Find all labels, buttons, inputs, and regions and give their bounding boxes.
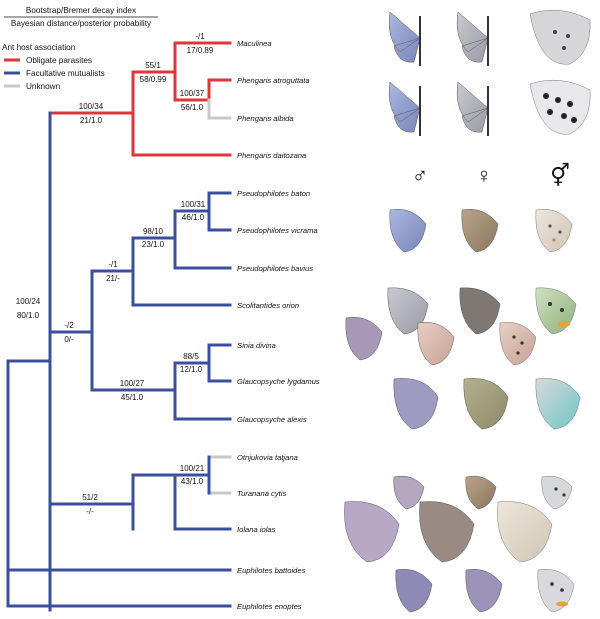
support-bottom: -/-: [86, 507, 94, 516]
specimen-photo: [535, 287, 577, 335]
specimen-photo: [497, 501, 553, 563]
specimen-photo: [388, 81, 421, 136]
taxon-label: Sinia divina: [237, 341, 276, 350]
support-bottom: 21/-: [106, 274, 120, 283]
support-bottom: 17/0.89: [187, 46, 214, 55]
support-bottom: 21/1.0: [80, 116, 103, 125]
taxon-label: Glaucopsyche alexis: [237, 415, 307, 424]
specimen-photo: [535, 378, 581, 430]
specimen-photo: [456, 11, 489, 66]
specimen-photo: [499, 322, 537, 366]
taxon-label: Euphilotes enoptes: [237, 602, 302, 611]
support-top: 100/21: [180, 464, 205, 473]
specimen-photo: [388, 11, 421, 66]
specimen-photo: [529, 79, 591, 135]
support-top: 55/1: [145, 61, 161, 70]
support-top: 51/2: [82, 493, 98, 502]
specimen-photo: [463, 378, 509, 430]
specimen-photo: [541, 475, 573, 510]
taxon-label: Pseudophilotes vicrama: [237, 226, 318, 235]
specimen-photo: [417, 322, 455, 366]
butterfly-specimen-photos: [344, 9, 591, 613]
node-support-values: -/1 17/0.89 55/1 58/0.99 100/37 56/1.0 1…: [16, 32, 214, 516]
taxon-label: Phengaris daitozana: [237, 151, 306, 160]
specimen-photo: [537, 569, 575, 613]
sex-symbols: ♂ ♀ ⚥: [412, 162, 570, 188]
specimen-photo: [456, 81, 489, 136]
tree-branches: [6, 41, 232, 612]
support-top: 100/27: [120, 379, 145, 388]
legend-label-unknown: Unknown: [26, 82, 61, 91]
taxon-labels: Maculinea Phengaris atroguttata Phengari…: [237, 39, 320, 611]
female-symbol-icon: ♀: [476, 163, 493, 188]
support-top: 100/24: [16, 297, 41, 306]
specimen-photo: [465, 475, 497, 510]
taxon-label: Phengaris atroguttata: [237, 76, 310, 85]
support-bottom: 46/1.0: [182, 213, 205, 222]
taxon-label: Turanana cytis: [237, 489, 286, 498]
support-bottom: 80/1.0: [17, 311, 40, 320]
legend-label-obligate: Obligate parasites: [26, 56, 92, 65]
legend: Ant host association Obligate parasites …: [2, 43, 105, 91]
specimen-photo: [535, 209, 573, 253]
support-bottom: 23/1.0: [142, 240, 165, 249]
support-top: 100/34: [79, 102, 104, 111]
support-top: -/1: [195, 32, 205, 41]
support-top: 88/5: [183, 352, 199, 361]
specimen-photo: [419, 501, 475, 563]
taxon-label: Glaucopsyche lygdamus: [237, 377, 320, 386]
taxon-label: Phengaris albida: [237, 114, 294, 123]
support-top: 100/37: [180, 89, 205, 98]
taxon-label: Otnjukovia tatjana: [237, 453, 298, 462]
taxon-label: Iolana iolas: [237, 525, 276, 534]
taxon-label: Maculinea: [237, 39, 272, 48]
taxon-label: Pseudophilotes baton: [237, 189, 310, 198]
support-bottom: 45/1.0: [121, 393, 144, 402]
support-bottom: 58/0.99: [140, 75, 167, 84]
taxon-label: Scolitantides orion: [237, 301, 299, 310]
specimen-photo: [459, 287, 501, 335]
support-top: -/1: [108, 260, 118, 269]
support-bottom: 12/1.0: [180, 365, 203, 374]
taxon-label: Pseudophilotes bavius: [237, 264, 313, 273]
support-top: 98/10: [143, 227, 164, 236]
taxon-label: Euphilotes battoides: [237, 566, 306, 575]
specimen-photo: [393, 378, 439, 430]
specimen-photo: [389, 209, 427, 253]
header-line-1: Bootstrap/Bremer decay index: [26, 6, 136, 15]
specimen-photo: [529, 9, 591, 65]
gynandromorph-symbol-icon: ⚥: [550, 162, 570, 188]
specimen-photo: [344, 501, 400, 563]
support-header: Bootstrap/Bremer decay index Bayesian di…: [4, 6, 158, 28]
support-top: -/2: [64, 321, 74, 330]
male-symbol-icon: ♂: [412, 163, 429, 188]
legend-label-facultative: Facultative mutualists: [26, 69, 105, 78]
support-bottom: 56/1.0: [181, 103, 204, 112]
specimen-photo: [345, 317, 383, 361]
specimen-photo: [465, 569, 503, 613]
specimen-photo: [461, 209, 499, 253]
support-bottom: 43/1.0: [181, 477, 204, 486]
header-line-2: Bayesian distance/posterior probability: [11, 19, 152, 28]
support-top: 100/31: [181, 200, 206, 209]
specimen-photo: [395, 569, 433, 613]
specimen-photo: [393, 475, 425, 510]
legend-title: Ant host association: [2, 43, 76, 52]
support-bottom: 0/-: [64, 335, 74, 344]
